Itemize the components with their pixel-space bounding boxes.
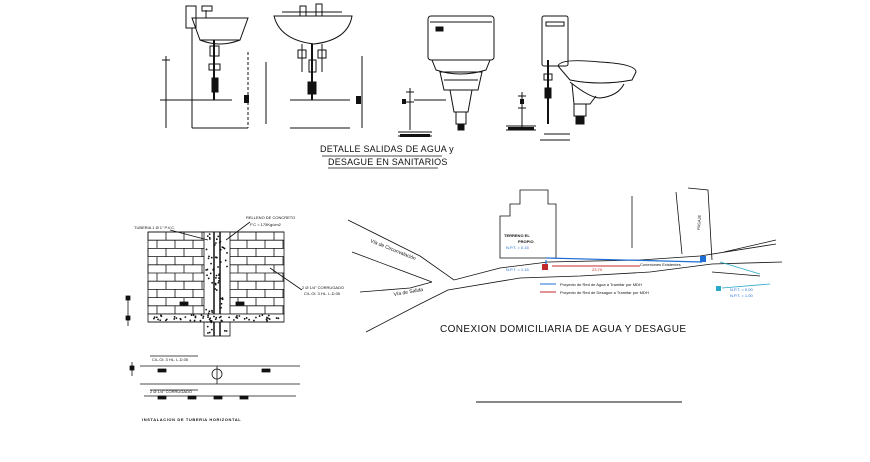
legend-water-label: Proyecto de Red de Agua a Tramitar por M… (560, 282, 642, 287)
corrugado-label: 2 Ø 1/4" CORRUGADO (302, 285, 345, 290)
drain-marker (542, 264, 548, 270)
floor-fill (152, 314, 280, 322)
conexiones-label: Conexiones Existentes (640, 262, 681, 267)
pasaje-label: PASAJE (696, 214, 702, 230)
sink-side-elevation (160, 5, 267, 129)
nivel-2-label: N.P.T. = 1.15 (506, 267, 529, 272)
legend-drain-label: Proyecto de Red de Desague a Tramitar po… (560, 290, 649, 295)
tramo-label: 23.70 (592, 267, 603, 272)
detalle-title-line2: DESAGUE EN SANITARIOS (328, 157, 448, 167)
toilet-front-elevation (398, 15, 495, 137)
brick-wall-section (125, 221, 303, 337)
detalle-title-line1: DETALLE SALIDAS DE AGUA y (320, 144, 454, 154)
nivel-1-label: N.P.T. = 0.15 (506, 245, 529, 250)
relleno-sub-label: F'C = 175Kg/cm2 (250, 222, 281, 227)
toilet-side-elevation (506, 15, 637, 141)
propio-label: PROPIO (518, 239, 534, 244)
pipe-plan-detail (129, 355, 300, 400)
plan-bottom-label: 2 Ø 1/4" CORRUGADO (150, 389, 193, 394)
sink-front-elevation (273, 3, 363, 129)
relleno-label: RELLENO DE CONCRETO (246, 215, 296, 220)
plan-caption: INSTALACION DE TUBERIA HORIZONTAL (142, 417, 242, 422)
concrete-fill (205, 233, 228, 334)
nivel-4-label: N.P.T. = 1.00 (730, 293, 753, 298)
tuberia-label: TUBERIA 1 Ø 1" P.V.C. (134, 225, 176, 230)
corrugado-sub-label: C/L.Ol. 3 HL. L.D.05 (304, 291, 341, 296)
street-label-1: Vía de Circunvalación (369, 238, 417, 262)
manhole-marker (716, 286, 721, 291)
street-label-2: Vía de Salida (393, 287, 424, 298)
conexion-title: CONEXION DOMICILIARIA DE AGUA Y DESAGUE (440, 324, 687, 335)
water-meter-marker (700, 256, 706, 262)
terreno-label: TERRENO EL (504, 233, 530, 238)
plan-top-label: C/L.Ol. 3 HL. L.D.05 (152, 357, 189, 362)
water-line (545, 257, 703, 263)
nivel-3-label: N.P.T. = 0.00 (730, 287, 753, 292)
